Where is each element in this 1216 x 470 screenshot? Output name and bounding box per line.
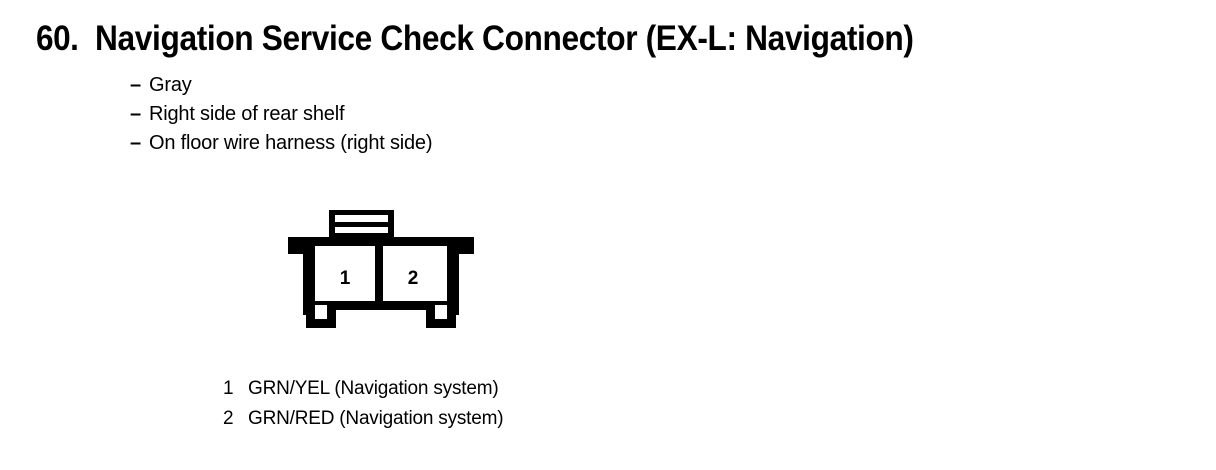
pin-legend-description: GRN/YEL (Navigation system) <box>248 378 499 399</box>
cavity-divider <box>375 246 383 301</box>
connector-locking-tab <box>329 210 394 238</box>
list-item-label: Right side of rear shelf <box>149 103 345 125</box>
page-title-text: Navigation Service Check Connector (EX-L… <box>95 19 914 58</box>
pin-legend: 1 GRN/YEL (Navigation system) 2 GRN/RED … <box>223 378 823 438</box>
pin-legend-description: GRN/RED (Navigation system) <box>248 408 504 429</box>
list-item-label: Gray <box>149 74 192 96</box>
connector-outline-graphic: 1 2 <box>288 210 474 328</box>
pin-legend-row: 1 GRN/YEL (Navigation system) <box>223 378 823 408</box>
pin-legend-number: 2 <box>223 408 234 429</box>
page-title: 60. Navigation Service Check Connector (… <box>36 20 1196 66</box>
connector-notes-list: – Gray – Right side of rear shelf – On f… <box>130 74 830 161</box>
list-item-label: On floor wire harness (right side) <box>149 132 433 154</box>
list-item: – Right side of rear shelf <box>130 103 830 132</box>
pin-legend-number: 1 <box>223 378 234 399</box>
page-title-number: 60. <box>36 19 79 58</box>
list-item: – On floor wire harness (right side) <box>130 132 830 161</box>
connector-cavities <box>315 246 447 301</box>
list-item: – Gray <box>130 74 830 103</box>
connector-diagram: 1 2 <box>283 203 479 338</box>
pin-number-1: 1 <box>340 268 351 289</box>
bullet-dash-icon: – <box>130 103 141 125</box>
pin-number-2: 2 <box>408 268 419 289</box>
pin-legend-row: 2 GRN/RED (Navigation system) <box>223 408 823 438</box>
bullet-dash-icon: – <box>130 132 141 154</box>
bullet-dash-icon: – <box>130 74 141 96</box>
